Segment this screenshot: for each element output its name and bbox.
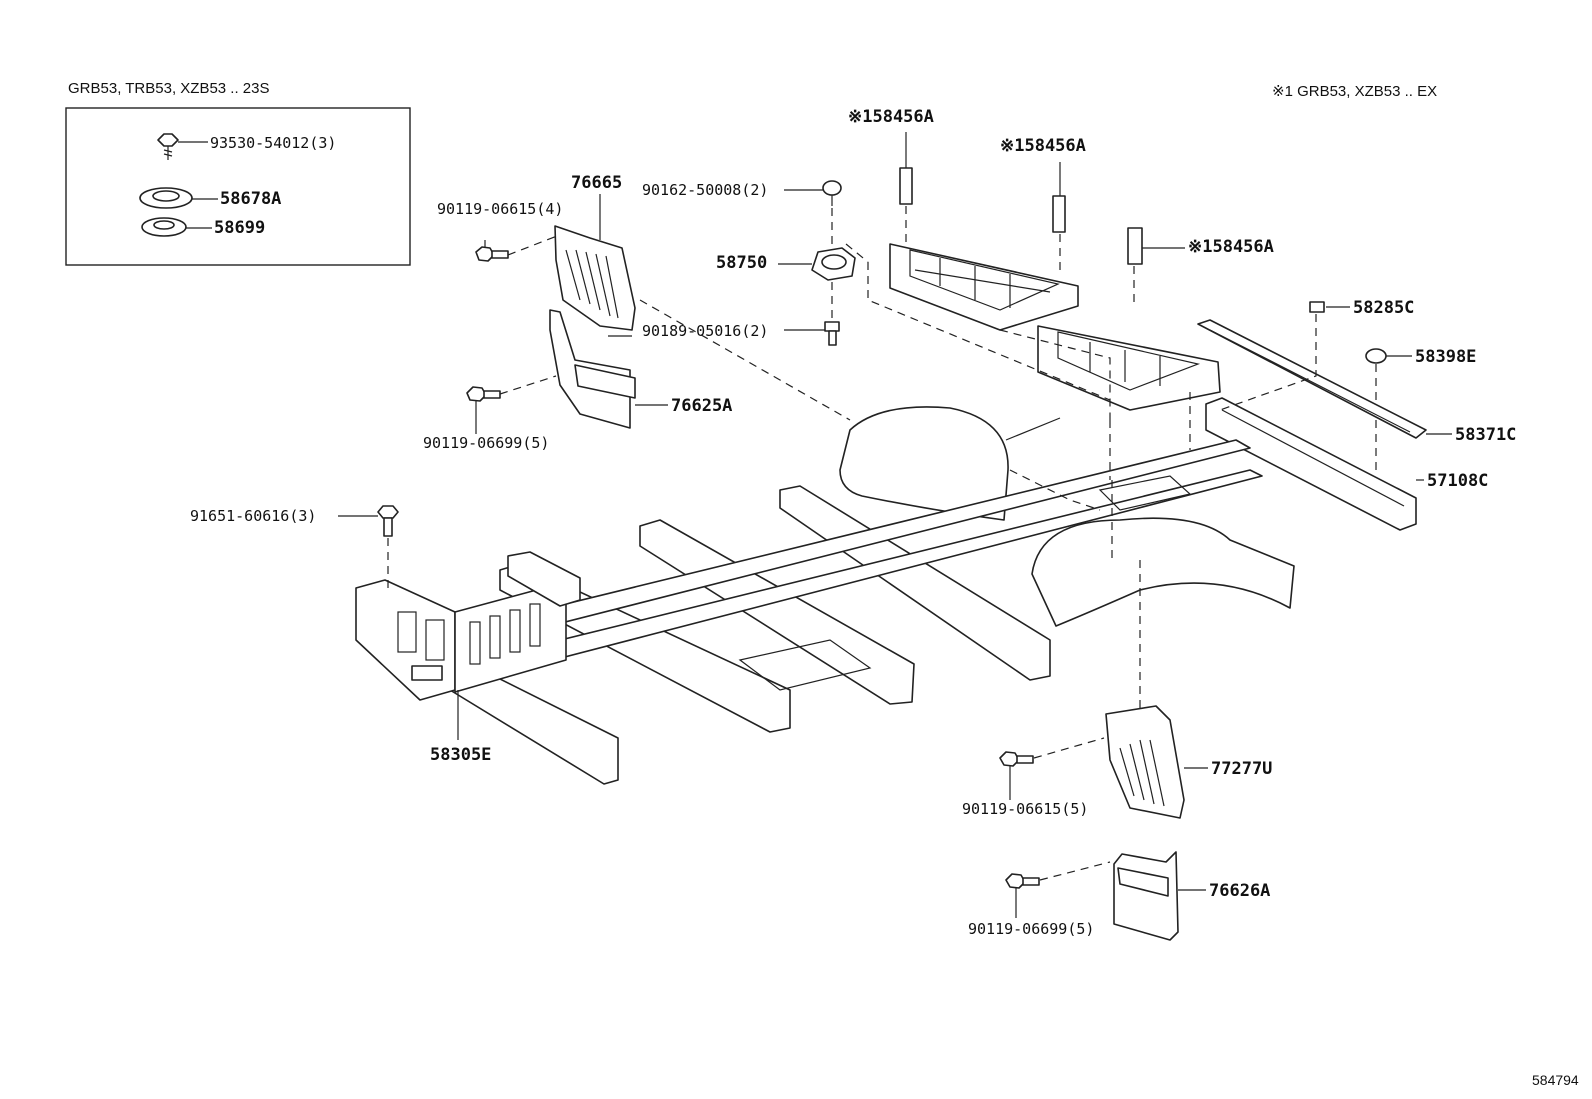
clip-icon (784, 180, 842, 206)
bolt-icon (784, 321, 840, 346)
figure-number: 584794 (1532, 1072, 1579, 1088)
screw-icon (157, 133, 208, 160)
part-label-76625A: 76625A (671, 396, 733, 416)
rear-panel-58305E (355, 551, 581, 740)
applicability-note: ※1 GRB53, XZB53 .. EX (1272, 83, 1438, 100)
bracket-158456A (1052, 162, 1066, 233)
part-label-91651-60616: 91651-60616(3) (190, 507, 317, 525)
mud-guard-76665 (554, 194, 636, 331)
tray-assembly-rear (1037, 325, 1221, 411)
bracket-158456A (1127, 227, 1185, 265)
part-label-58285C: 58285C (1353, 298, 1415, 318)
washer-icon (141, 217, 212, 237)
inset-box (65, 107, 411, 266)
sill-57108C (1205, 397, 1424, 531)
part-label-58750: 58750 (716, 253, 768, 273)
bolt-icon (1005, 873, 1040, 918)
tray-assembly-front (889, 243, 1079, 331)
part-label-90119-06699-5-left: 90119-06699(5) (423, 434, 550, 452)
rubber-mount-58750 (778, 247, 856, 281)
part-label-58398E: 58398E (1415, 347, 1477, 367)
clip-58285C (1309, 301, 1350, 313)
part-label-76626A: 76626A (1209, 881, 1271, 901)
part-label-76665: 76665 (571, 173, 623, 193)
part-label-90119-06615-4: 90119-06615(4) (437, 200, 564, 218)
inset-title: GRB53, TRB53, XZB53 .. 23S (68, 80, 270, 97)
part-label-158456A-2: ※158456A (1000, 136, 1086, 156)
part-label-158456A-1: ※158456A (848, 107, 934, 127)
bolt-icon (338, 505, 399, 537)
sill-58371C (1197, 319, 1452, 439)
bracket-76625A (549, 309, 668, 429)
bolt-icon (466, 386, 501, 434)
part-label-58305E: 58305E (430, 745, 492, 765)
bolt-icon (999, 751, 1034, 800)
part-label-57108C: 57108C (1427, 471, 1489, 491)
part-label-58699: 58699 (214, 218, 266, 238)
part-label-90162-50008: 90162-50008(2) (642, 181, 769, 199)
part-label-93530-54012: 93530-54012(3) (210, 134, 337, 152)
washer-icon (139, 187, 218, 209)
part-label-158456A-3: ※158456A (1188, 237, 1274, 257)
bracket-158456A (899, 132, 913, 205)
mud-guard-77277U (1105, 705, 1208, 819)
plug-58398E (1365, 348, 1412, 364)
mud-flap-76626A (1113, 851, 1206, 941)
part-label-77277U: 77277U (1211, 759, 1273, 779)
part-label-90119-06615-5: 90119-06615(5) (962, 800, 1089, 818)
part-label-90119-06699-5-right: 90119-06699(5) (968, 920, 1095, 938)
part-label-58678A: 58678A (220, 189, 282, 209)
part-label-58371C: 58371C (1455, 425, 1517, 445)
part-label-90189-05016: 90189-05016(2) (642, 322, 769, 340)
bolt-icon (475, 240, 509, 262)
